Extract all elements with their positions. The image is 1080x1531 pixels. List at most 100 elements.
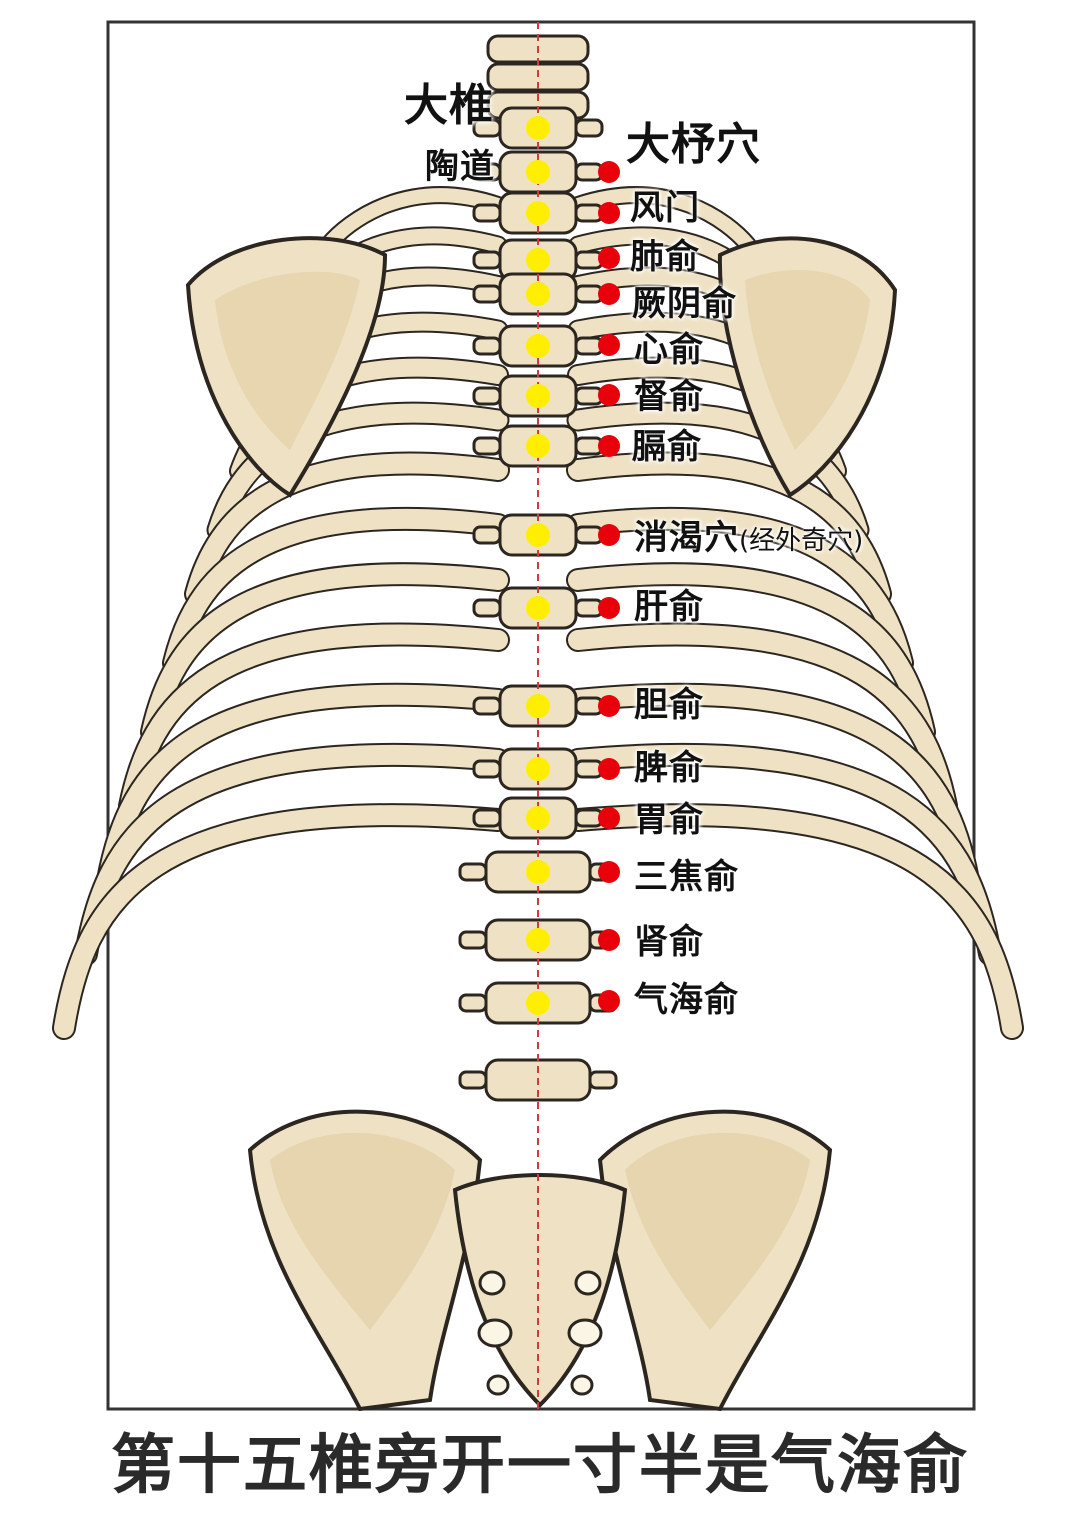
governor-acupoint xyxy=(526,334,550,358)
rib xyxy=(120,624,508,816)
label-weishu: 胃俞 xyxy=(634,800,704,840)
bladder-acupoint xyxy=(598,283,620,305)
governor-acupoint xyxy=(526,523,550,547)
bladder-acupoint xyxy=(598,861,620,883)
bladder-acupoint xyxy=(598,695,620,717)
label-taodao: 陶道 xyxy=(425,147,495,187)
transverse-process xyxy=(472,696,502,716)
label-xiaoke-name: 消渴穴 xyxy=(634,518,739,558)
transverse-process xyxy=(458,993,488,1013)
label-dazhui: 大椎 xyxy=(404,80,494,131)
label-pishu: 脾俞 xyxy=(634,748,704,788)
governor-acupoint xyxy=(526,434,550,458)
bladder-acupoint xyxy=(598,990,620,1012)
label-dazhu: 大杼穴 xyxy=(626,119,761,170)
bladder-acupoint xyxy=(598,597,620,619)
label-fengmen: 风门 xyxy=(630,188,700,228)
label-feishu: 肺俞 xyxy=(630,237,700,277)
right-scapula xyxy=(717,236,898,498)
bladder-acupoint xyxy=(598,524,620,546)
governor-vessel-points xyxy=(526,116,550,1015)
governor-acupoint xyxy=(526,928,550,952)
transverse-process xyxy=(472,336,502,356)
bladder-acupoint xyxy=(598,384,620,406)
bladder-acupoint xyxy=(598,929,620,951)
caption: 第十五椎旁开一寸半是气海俞 xyxy=(111,1428,969,1503)
governor-acupoint xyxy=(526,757,550,781)
sacral-foramina xyxy=(477,1270,603,1396)
sacral-foramen xyxy=(477,1318,513,1348)
transverse-process xyxy=(472,386,502,406)
transverse-process xyxy=(472,808,502,828)
governor-acupoint xyxy=(526,384,550,408)
label-xiaoke: 消渴穴(经外奇穴) xyxy=(634,521,863,555)
governor-acupoint xyxy=(526,116,550,140)
rib xyxy=(568,684,978,890)
transverse-process xyxy=(472,162,502,182)
transverse-process xyxy=(574,250,604,270)
governor-acupoint xyxy=(526,860,550,884)
rib xyxy=(186,453,508,604)
bladder-acupoint xyxy=(598,758,620,780)
label-dushu: 督俞 xyxy=(634,377,704,417)
transverse-process xyxy=(472,118,502,138)
rib xyxy=(571,188,755,252)
rib xyxy=(568,805,1022,1038)
right-scapula-shade xyxy=(745,269,870,450)
rib xyxy=(568,508,912,673)
transverse-process xyxy=(458,1070,488,1090)
transverse-process xyxy=(472,759,502,779)
governor-acupoint xyxy=(526,991,550,1015)
transverse-process xyxy=(458,930,488,950)
label-geshu: 膈俞 xyxy=(632,427,702,467)
sacral-foramen xyxy=(574,1270,602,1296)
sacrum xyxy=(452,1173,628,1408)
label-xinshu: 心俞 xyxy=(634,330,704,370)
governor-acupoint xyxy=(526,694,550,718)
figure-frame xyxy=(106,20,976,1411)
governor-acupoint xyxy=(526,282,550,306)
governor-acupoint xyxy=(526,201,550,225)
transverse-process xyxy=(472,598,502,618)
rib xyxy=(568,564,934,742)
left-ilium-shade xyxy=(270,1132,455,1330)
right-ilium-shade xyxy=(625,1132,810,1330)
bladder-acupoint xyxy=(598,161,620,183)
transverse-process xyxy=(472,250,502,270)
transverse-process xyxy=(472,203,502,223)
transverse-process xyxy=(588,1070,618,1090)
rib xyxy=(142,564,508,742)
bladder-acupoint xyxy=(598,807,620,829)
rib xyxy=(98,684,508,890)
transverse-process xyxy=(472,436,502,456)
governor-acupoint xyxy=(526,596,550,620)
bladder-acupoint xyxy=(598,435,620,457)
bladder-acupoint xyxy=(598,334,620,356)
label-jueyinshu: 厥阴俞 xyxy=(632,284,737,324)
left-scapula-shade xyxy=(215,271,360,450)
bladder-acupoint xyxy=(598,247,620,269)
sacral-foramen xyxy=(567,1318,603,1348)
label-danshu: 胆俞 xyxy=(634,685,704,725)
rib xyxy=(321,188,505,252)
governor-acupoint xyxy=(526,806,550,830)
governor-acupoint xyxy=(526,248,550,272)
label-xiaoke-note: (经外奇穴) xyxy=(739,526,864,556)
sacral-foramen xyxy=(486,1374,510,1396)
transverse-process xyxy=(574,118,604,138)
label-ganshu: 肝俞 xyxy=(634,587,704,627)
transverse-process xyxy=(472,284,502,304)
transverse-process xyxy=(472,525,502,545)
rib xyxy=(568,453,890,604)
label-qihaishu: 气海俞 xyxy=(634,980,739,1020)
label-shenshu: 肾俞 xyxy=(634,922,704,962)
sacral-foramen xyxy=(478,1270,506,1296)
sacral-foramen xyxy=(570,1374,594,1396)
rib xyxy=(568,624,956,816)
bladder-acupoint xyxy=(598,202,620,224)
left-scapula xyxy=(185,236,388,498)
bladder-meridian-points xyxy=(598,161,620,1012)
rib xyxy=(54,805,508,1038)
